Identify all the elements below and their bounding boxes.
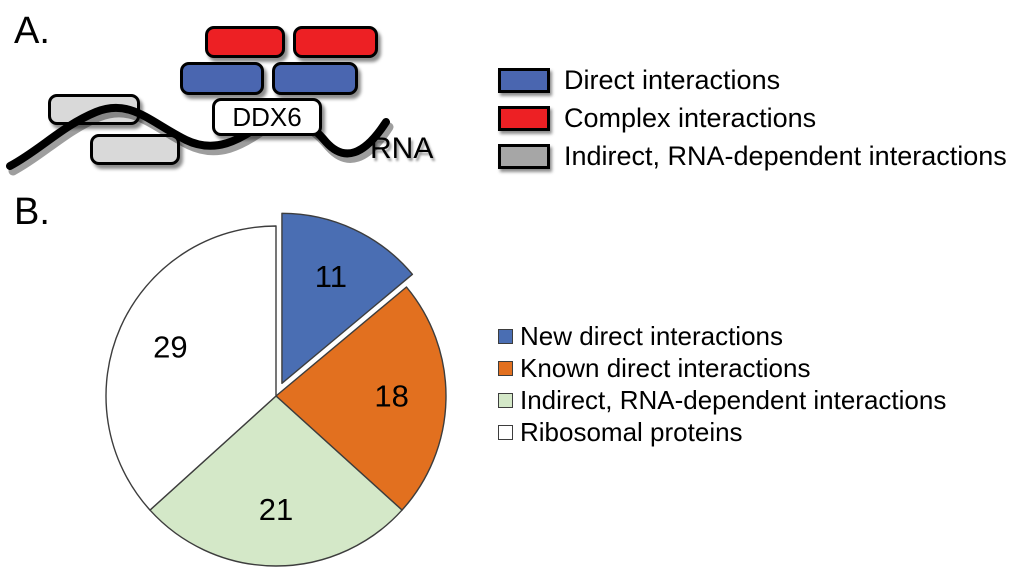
legend-label-ribosomal: Ribosomal proteins — [520, 417, 743, 447]
legend-item-new-direct: New direct interactions — [498, 320, 1024, 352]
legend-item-known-direct: Known direct interactions — [498, 352, 1024, 384]
rna-label: RNA — [370, 132, 434, 165]
panel-a-legend: Direct interactions Complex interactions… — [498, 62, 1022, 176]
pie-chart: 11 18 21 29 — [70, 200, 490, 578]
legend-swatch-known-direct — [498, 360, 513, 376]
legend-swatch-complex — [498, 105, 550, 131]
legend-swatch-ribosomal — [498, 424, 513, 440]
ddx6-box-label: DDX6 — [232, 102, 302, 132]
legend-swatch-indirect — [498, 143, 550, 169]
pie-chart-legend: New direct interactions Known direct int… — [498, 320, 1024, 448]
legend-swatch-direct — [498, 67, 550, 93]
complex-box-right — [293, 26, 378, 58]
panel-b-label: B. — [14, 191, 50, 233]
pie-slice[interactable] — [105, 225, 277, 511]
pie-value-label: 21 — [259, 492, 293, 527]
pie-value-label-group: 11 18 21 29 — [153, 259, 409, 527]
legend-label-indirect: Indirect, RNA-dependent interactions — [564, 140, 1007, 171]
pie-value-label: 29 — [153, 329, 187, 364]
legend-label-indirect-rna: Indirect, RNA-dependent interactions — [520, 385, 947, 415]
complex-box-left — [205, 26, 285, 58]
pie-slice[interactable] — [281, 212, 414, 385]
rna-strand-icon — [6, 103, 394, 176]
pie-slice[interactable] — [149, 395, 403, 567]
legend-item-direct-interactions: Direct interactions — [498, 62, 1022, 98]
legend-label-direct: Direct interactions — [564, 64, 781, 95]
ddx6-box: DDX6 — [212, 98, 322, 136]
pie-value-label: 18 — [374, 378, 408, 413]
ddx6-complex-diagram: DDX6 RNA — [0, 0, 490, 190]
legend-swatch-new-direct — [498, 328, 513, 344]
direct-box-right — [272, 62, 358, 95]
legend-item-indirect-interactions: Indirect, RNA-dependent interactions — [498, 138, 1022, 174]
pie-value-label: 11 — [315, 259, 347, 294]
legend-item-complex-interactions: Complex interactions — [498, 100, 1022, 136]
legend-label-complex: Complex interactions — [564, 102, 817, 133]
legend-swatch-indirect-rna — [498, 392, 513, 408]
legend-item-indirect-rna: Indirect, RNA-dependent interactions — [498, 384, 1024, 416]
direct-box-left — [180, 62, 264, 95]
pie-slice[interactable] — [275, 286, 447, 511]
pie-chart-svg: 11 18 21 29 — [105, 212, 447, 567]
panel-a-label: A. — [14, 10, 50, 52]
legend-item-ribosomal: Ribosomal proteins — [498, 416, 1024, 448]
legend-label-new-direct: New direct interactions — [520, 321, 783, 351]
indirect-box-lower — [90, 134, 180, 165]
legend-label-known-direct: Known direct interactions — [520, 353, 811, 383]
pie-slice-group — [105, 212, 447, 567]
